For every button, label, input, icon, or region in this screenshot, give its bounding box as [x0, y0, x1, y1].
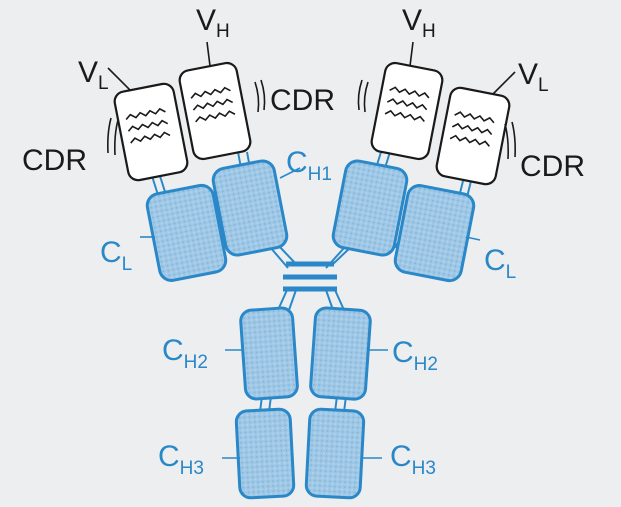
- vl-domain-right: [435, 86, 511, 186]
- label-ch1: CH1: [286, 146, 332, 185]
- ch1-domain-right: [331, 159, 409, 257]
- vl-domain-left: [113, 82, 189, 182]
- label-ch3-right: CH3: [390, 440, 436, 479]
- label-ch2-right: CH2: [392, 336, 438, 375]
- label-cdr-right: CDR: [520, 150, 585, 183]
- ch1-domain-left: [211, 159, 289, 257]
- cl-domain-right: [393, 184, 476, 283]
- cl-domain-left: [145, 183, 228, 282]
- ch3-domain-right: [304, 407, 366, 500]
- label-cl-right: CL: [484, 244, 516, 283]
- vh-domain-right: [370, 61, 444, 161]
- label-cdr-center: CDR: [270, 84, 335, 117]
- ch2-domain-left: [239, 306, 299, 401]
- cdr-loops: [125, 86, 495, 147]
- label-vl-left: VL: [78, 56, 109, 94]
- label-vh-right: VH: [402, 4, 436, 42]
- label-ch3-left: CH3: [158, 440, 204, 479]
- vh-domain-left: [178, 61, 252, 161]
- leader-lines: [107, 41, 516, 459]
- label-vl-right: VL: [518, 58, 549, 96]
- ch3-domain-left: [234, 407, 296, 500]
- label-cdr-left: CDR: [22, 144, 87, 177]
- ch2-domain-right: [309, 306, 372, 401]
- label-vh-left: VH: [196, 4, 230, 42]
- label-ch2-left: CH2: [162, 334, 208, 373]
- labels: VL VH VH VL CDR CDR CDR CH1 CL CL CH2 CH…: [22, 4, 585, 479]
- constant-domains: [145, 159, 476, 500]
- label-cl-left: CL: [100, 236, 132, 275]
- variable-domains: [113, 61, 511, 186]
- cdr-brackets: [107, 79, 516, 160]
